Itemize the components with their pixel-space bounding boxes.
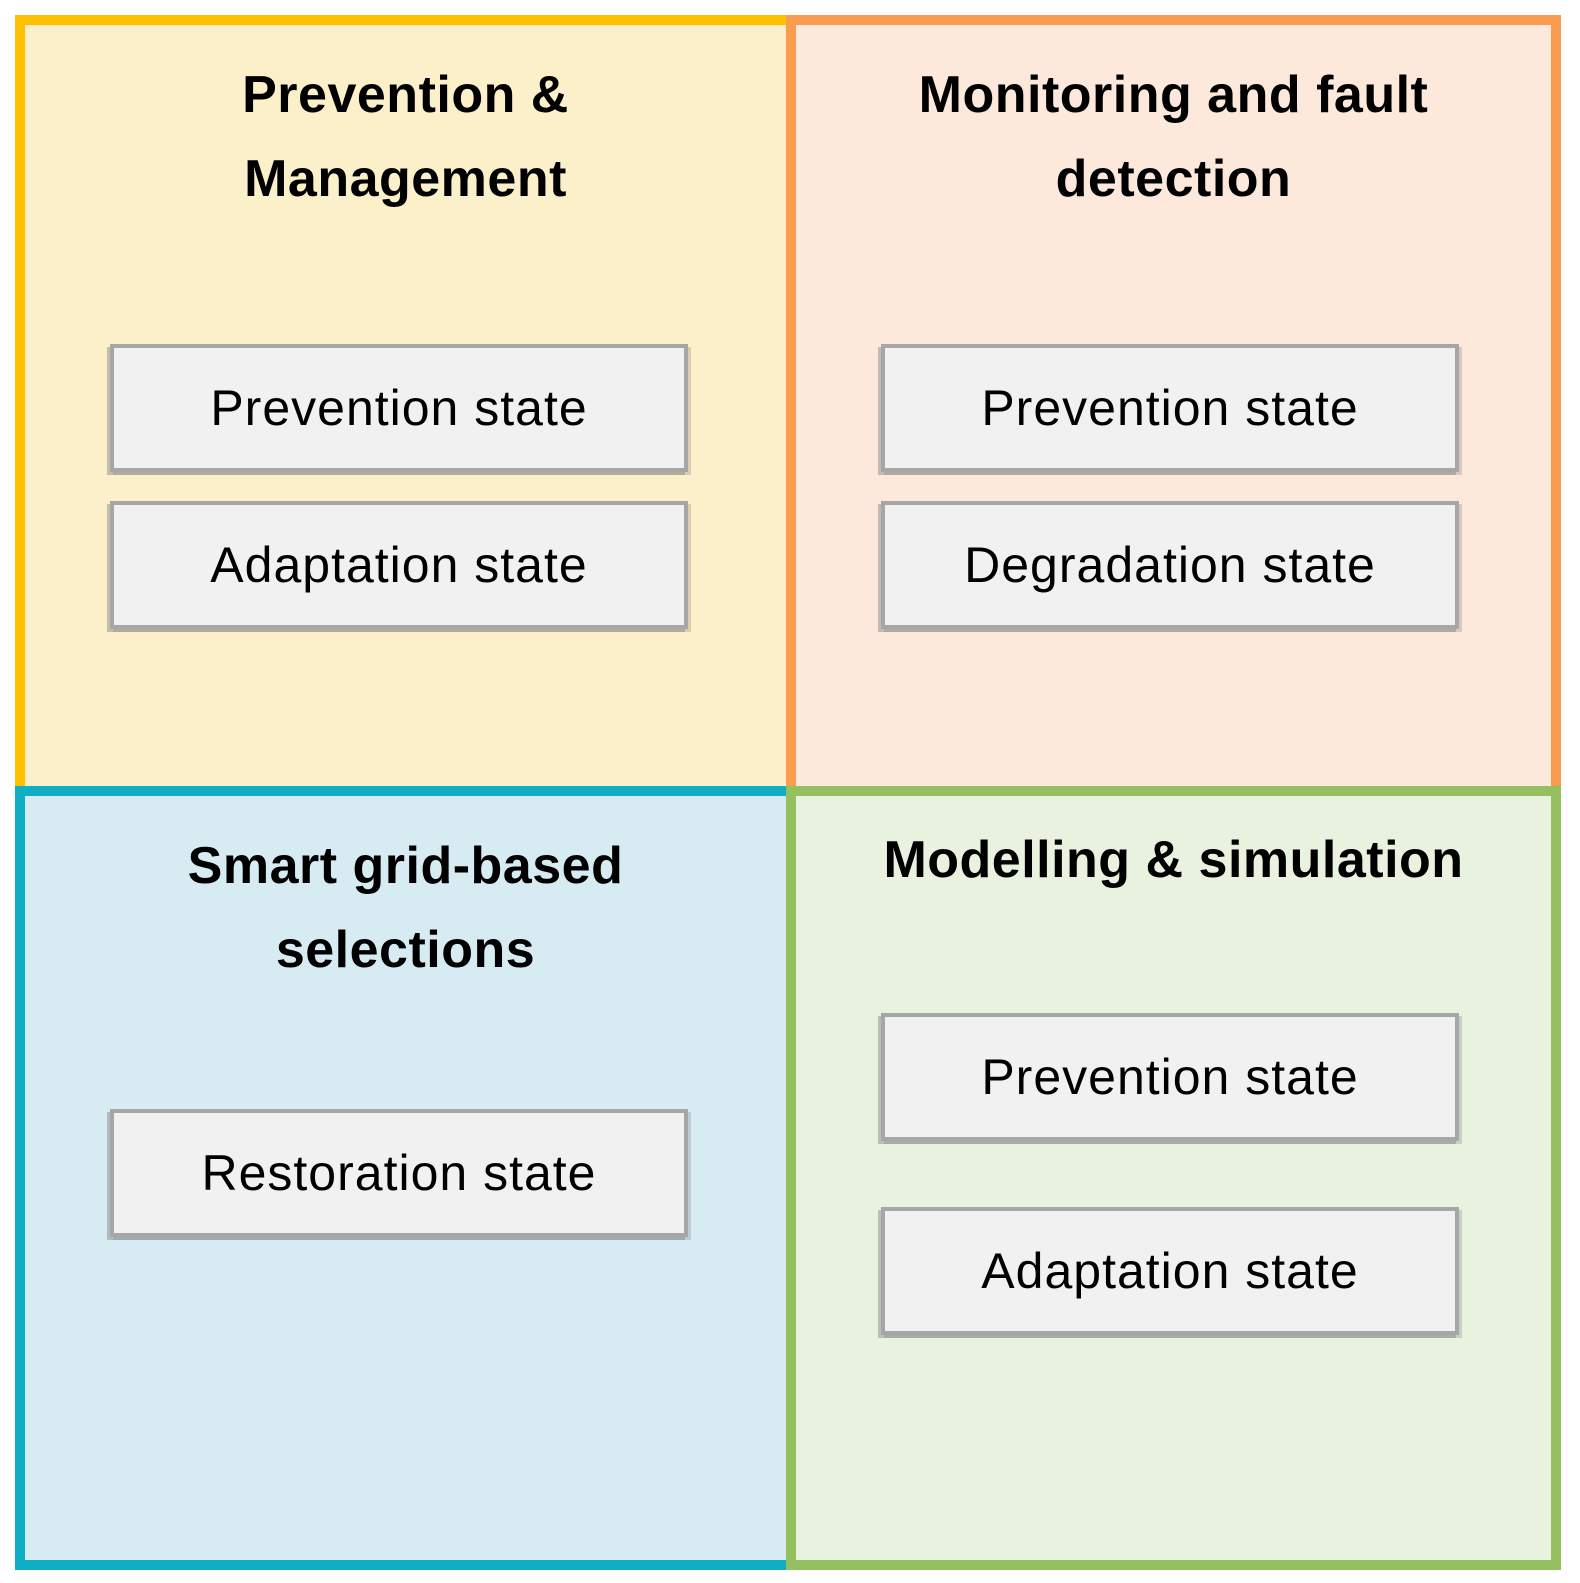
quadrant-modelling-simulation: Modelling & simulation Prevention state … xyxy=(786,786,1561,1570)
quadrant-prevention-management: Prevention & Management Prevention state… xyxy=(15,15,796,796)
quadrant-title: Modelling & simulation xyxy=(804,818,1543,902)
quadrant-title-line: detection xyxy=(1055,150,1292,208)
state-box-degradation-state: Degradation state xyxy=(881,501,1459,629)
state-box-prevention-state: Prevention state xyxy=(881,344,1459,472)
quadrant-title: Smart grid-based selections xyxy=(33,824,778,992)
state-box-label: Adaptation state xyxy=(210,537,588,593)
state-box-restoration-state: Restoration state xyxy=(110,1109,688,1237)
quadrant-title-line: selections xyxy=(275,921,536,979)
state-box-label: Prevention state xyxy=(210,380,588,436)
state-box-label: Degradation state xyxy=(964,537,1376,593)
state-box-label: Prevention state xyxy=(981,1049,1359,1105)
state-box-prevention-state: Prevention state xyxy=(110,344,688,472)
state-box-prevention-state: Prevention state xyxy=(881,1013,1459,1141)
quadrant-title-line: Prevention & xyxy=(242,66,569,124)
quadrant-title-line: Management xyxy=(244,150,567,208)
state-box-adaptation-state: Adaptation state xyxy=(110,501,688,629)
quadrant-smart-grid-based-selections: Smart grid-based selections Restoration … xyxy=(15,786,796,1570)
quadrant-title-line: Smart grid-based xyxy=(187,837,624,895)
state-box-label: Prevention state xyxy=(981,380,1359,436)
quadrant-title: Monitoring and fault detection xyxy=(804,53,1543,221)
state-box-label: Adaptation state xyxy=(981,1243,1359,1299)
quadrant-title-line: Modelling & simulation xyxy=(883,831,1464,889)
quadrant-title-line: Monitoring and fault xyxy=(918,66,1429,124)
state-box-adaptation-state: Adaptation state xyxy=(881,1207,1459,1335)
state-box-label: Restoration state xyxy=(201,1145,597,1201)
quadrant-title: Prevention & Management xyxy=(33,53,778,221)
quadrant-monitoring-fault-detection: Monitoring and fault detection Preventio… xyxy=(786,15,1561,796)
